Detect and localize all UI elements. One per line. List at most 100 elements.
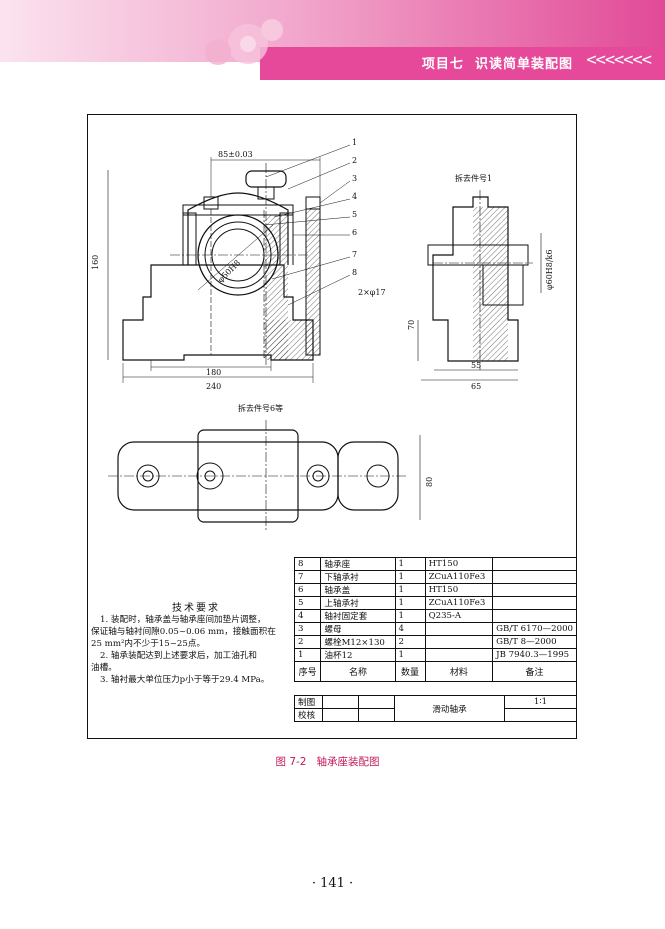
bom-cell: 1 xyxy=(394,596,426,610)
table-row: 7 下轴承衬 1 ZCuA110Fe3 xyxy=(293,570,577,584)
bom-cell: 螺栓M12×130 xyxy=(320,635,396,649)
drawing-sheet: 85±0.03 160 φ50H8 2×φ17 70 180 240 55 65… xyxy=(87,114,577,739)
blank-cell xyxy=(322,708,359,722)
checked-label: 校核 xyxy=(294,708,323,722)
blank-cell xyxy=(504,708,577,722)
bom-cell xyxy=(492,557,577,571)
bom-cell: 轴衬固定套 xyxy=(320,609,396,623)
dim-65: 65 xyxy=(471,382,481,391)
header-cell: 名称 xyxy=(320,661,396,682)
bom-cell: 8 xyxy=(293,557,322,571)
table-row: 5 上轴承衬 1 ZCuA110Fe3 xyxy=(293,596,577,610)
note-line: 2. 轴承装配达到上述要求后，加工油孔和 xyxy=(100,651,258,661)
bom-cell xyxy=(492,609,577,623)
parts-list-header: 序号 名称 数量 材料 备注 xyxy=(293,661,577,682)
bom-cell: 5 xyxy=(293,596,322,610)
header-cell: 材料 xyxy=(424,661,494,682)
bom-cell xyxy=(492,596,577,610)
dim-240: 240 xyxy=(206,382,221,391)
leader-1: 1 xyxy=(352,138,357,147)
front-view xyxy=(107,144,351,383)
dim-55: 55 xyxy=(471,361,481,370)
dim-85: 85±0.03 xyxy=(218,150,253,159)
header-title: 项目七 识读简单装配图 xyxy=(422,53,573,72)
bom-cell: 油杯12 xyxy=(320,648,396,662)
bom-cell: 1 xyxy=(394,557,426,571)
leader-4: 4 xyxy=(352,192,357,201)
bom-cell: 上轴承衬 xyxy=(320,596,396,610)
drawing-scale: 1∶1 xyxy=(504,695,577,709)
table-row: 2 螺栓M12×130 2 GB/T 8—2000 xyxy=(293,635,577,649)
bom-cell: 轴承座 xyxy=(320,557,396,571)
bom-cell: 2 xyxy=(293,635,322,649)
blank-cell xyxy=(358,708,395,722)
blank-cell xyxy=(358,695,395,709)
gear-decoration-icon xyxy=(205,19,283,65)
parts-list: 8 轴承座 1 HT150 7 下轴承衬 1 ZCuA110Fe3 6 轴承盖 … xyxy=(293,557,577,682)
header-cell: 序号 xyxy=(293,661,322,682)
drawing-name: 滑动轴承 xyxy=(394,695,505,722)
side-view xyxy=(417,190,542,381)
bom-cell: GB/T 6170—2000 xyxy=(492,622,577,636)
header-cell: 备注 xyxy=(492,661,577,682)
dim-2x17: 2×φ17 xyxy=(358,288,386,297)
leader-6: 6 xyxy=(352,228,357,237)
figure-number: 图 7-2 xyxy=(275,756,307,768)
note-line: 油槽。 xyxy=(91,663,117,673)
bom-cell: 下轴承衬 xyxy=(320,570,396,584)
bom-cell: HT150 xyxy=(424,583,494,597)
note-line: 保证轴与轴衬间隙0.05~0.06 mm，接触面积在 xyxy=(91,627,276,637)
bom-cell: 7 xyxy=(293,570,322,584)
bom-cell: 1 xyxy=(394,609,426,623)
leader-7: 7 xyxy=(352,250,357,259)
figure-title: 轴承座装配图 xyxy=(316,756,380,768)
bom-cell: 4 xyxy=(293,609,322,623)
note-line: 3. 轴衬最大单位压力p小于等于29.4 MPa。 xyxy=(100,675,270,685)
table-row: 1 油杯12 1 JB 7940.3—1995 xyxy=(293,648,577,662)
page-number: · 141 · xyxy=(311,876,354,891)
page-header: 项目七 识读简单装配图 <<<<<<< xyxy=(0,0,665,80)
remove-part-1-label: 拆去件号1 xyxy=(455,173,492,183)
dim-160: 160 xyxy=(91,255,100,270)
title-block-row: 制图 滑动轴承 1∶1 xyxy=(294,695,577,722)
dim-180: 180 xyxy=(206,368,221,377)
bom-cell xyxy=(492,583,577,597)
remove-part-6-label: 拆去件号6等 xyxy=(238,403,283,413)
bom-cell xyxy=(424,635,494,649)
dim-70: 70 xyxy=(407,320,416,330)
leader-5: 5 xyxy=(352,210,357,219)
dim-60: φ60H8/k6 xyxy=(545,250,554,290)
bom-cell: 4 xyxy=(394,622,426,636)
notes-title: 技术要求 xyxy=(172,603,220,614)
header-background xyxy=(0,0,665,80)
dim-80: 80 xyxy=(425,477,434,487)
table-row: 4 轴衬固定套 1 Q235-A xyxy=(293,609,577,623)
bom-cell: 1 xyxy=(394,648,426,662)
note-line: 1. 装配时，轴承盖与轴承座间加垫片调整， xyxy=(100,615,266,625)
bom-cell xyxy=(424,622,494,636)
leader-3: 3 xyxy=(352,174,357,183)
bom-cell: 1 xyxy=(394,570,426,584)
title-block-row: 校核 xyxy=(294,708,577,722)
bom-cell: 6 xyxy=(293,583,322,597)
title-block: 制图 滑动轴承 1∶1 校核 xyxy=(294,695,577,722)
table-row: 3 螺母 4 GB/T 6170—2000 xyxy=(293,622,577,636)
table-row: 8 轴承座 1 HT150 xyxy=(293,557,577,571)
leader-2: 2 xyxy=(352,156,357,165)
bom-cell: Q235-A xyxy=(424,609,494,623)
table-row: 6 轴承盖 1 HT150 xyxy=(293,583,577,597)
bom-cell xyxy=(424,648,494,662)
bom-cell: 1 xyxy=(394,583,426,597)
bom-cell: ZCuA110Fe3 xyxy=(424,596,494,610)
bom-cell: 螺母 xyxy=(320,622,396,636)
assembly-drawing: 85±0.03 160 φ50H8 2×φ17 70 180 240 55 65… xyxy=(91,138,554,530)
bom-cell: 3 xyxy=(293,622,322,636)
chapter-label: 项目七 xyxy=(421,57,464,72)
header-title-bar xyxy=(260,47,665,80)
chevron-decoration-icon: <<<<<<< xyxy=(586,50,652,70)
bom-cell: 2 xyxy=(394,635,426,649)
blank-cell xyxy=(322,695,359,709)
top-view xyxy=(108,420,421,530)
chapter-title: 识读简单装配图 xyxy=(474,57,573,72)
note-line: 25 mm²内不少于15~25点。 xyxy=(91,639,206,649)
